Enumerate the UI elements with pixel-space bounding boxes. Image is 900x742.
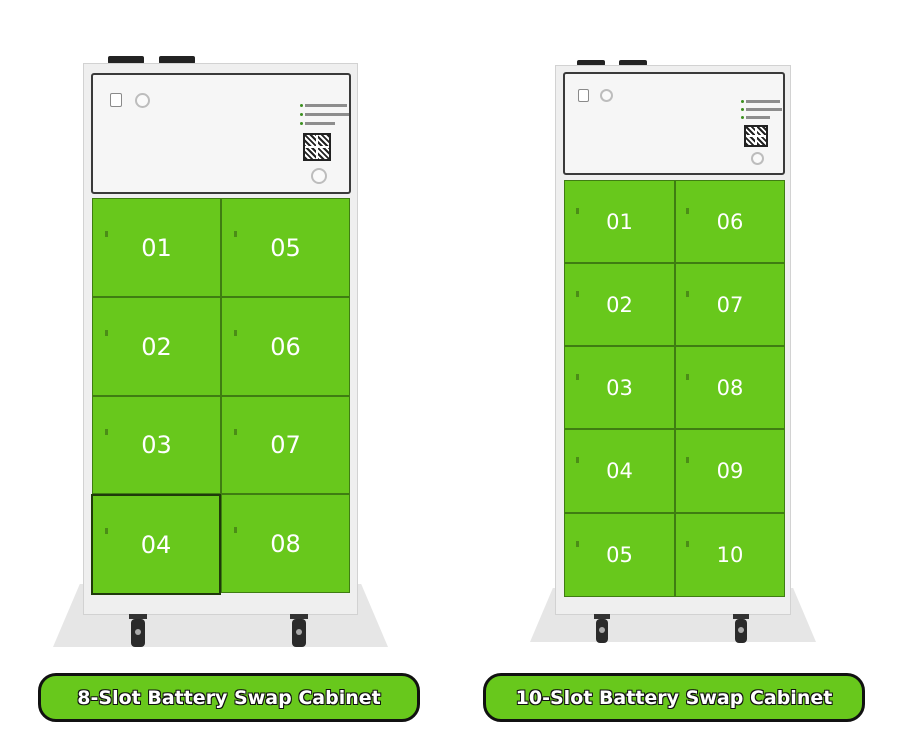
lock-indicator	[234, 330, 237, 336]
lock-indicator	[576, 208, 579, 214]
panel-text-line	[746, 116, 770, 119]
keyhole-icon	[311, 168, 327, 184]
slot-number: 02	[141, 332, 172, 361]
top-port	[577, 60, 605, 66]
slot-door[interactable]: 08	[221, 494, 350, 593]
slot-door[interactable]: 01	[564, 180, 675, 263]
lock-indicator	[105, 528, 108, 534]
lock-indicator	[576, 457, 579, 463]
lock-indicator	[234, 527, 237, 533]
top-port	[619, 60, 647, 66]
status-dot	[741, 100, 744, 103]
status-dot	[741, 108, 744, 111]
cabinet-label: 10-Slot Battery Swap Cabinet	[483, 673, 865, 722]
lock-indicator	[234, 231, 237, 237]
lock-indicator	[686, 291, 689, 297]
slot-number: 03	[141, 431, 172, 459]
slot-number: 03	[606, 375, 633, 400]
control-panel	[91, 73, 351, 194]
slot-door[interactable]: 02	[564, 263, 675, 346]
qr-code-icon	[744, 125, 768, 147]
keyhole-icon	[751, 152, 764, 165]
status-dot	[741, 116, 744, 119]
slot-door[interactable]: 10	[675, 513, 785, 597]
slot-door[interactable]: 03	[564, 346, 675, 429]
lock-indicator	[686, 541, 689, 547]
slot-number: 07	[716, 292, 744, 317]
slot-door[interactable]: 03	[92, 396, 221, 494]
slot-number: 06	[716, 209, 744, 234]
slot-number: 01	[141, 233, 172, 262]
slot-door[interactable]: 06	[221, 297, 350, 396]
qr-code-icon	[303, 133, 331, 161]
display-icon	[578, 89, 589, 102]
slot-door[interactable]: 09	[675, 429, 785, 513]
panel-text-line	[305, 122, 335, 125]
slot-number: 09	[716, 459, 744, 483]
lock-indicator	[234, 429, 237, 435]
slot-number: 04	[606, 459, 633, 483]
lock-indicator	[686, 208, 689, 214]
status-dot	[300, 122, 303, 125]
lock-indicator	[105, 231, 108, 237]
slot-door[interactable]: 01	[92, 198, 221, 297]
slot-door[interactable]: 02	[92, 297, 221, 396]
slot-door[interactable]: 07	[675, 263, 785, 346]
slot-door-selected[interactable]: 04	[91, 494, 221, 595]
slot-number: 07	[270, 431, 301, 459]
control-panel	[563, 72, 785, 175]
status-dot	[300, 113, 303, 116]
lock-indicator	[686, 457, 689, 463]
lock-indicator	[576, 291, 579, 297]
slot-door[interactable]: 07	[221, 396, 350, 494]
slot-number: 04	[140, 530, 172, 559]
display-icon	[110, 93, 122, 107]
slot-number: 05	[270, 233, 301, 262]
lock-indicator	[105, 429, 108, 435]
panel-text-line	[305, 113, 349, 116]
status-dot	[300, 104, 303, 107]
slot-door[interactable]: 04	[564, 429, 675, 513]
slot-number: 05	[606, 543, 633, 567]
button-icon[interactable]	[135, 93, 150, 108]
lock-indicator	[105, 330, 108, 336]
slot-number: 08	[270, 529, 301, 558]
slot-door[interactable]: 08	[675, 346, 785, 429]
slot-door[interactable]: 05	[564, 513, 675, 597]
panel-text-line	[746, 100, 780, 103]
top-port	[159, 56, 195, 64]
slot-door[interactable]: 06	[675, 180, 785, 263]
panel-text-line	[305, 104, 347, 107]
lock-indicator	[576, 374, 579, 380]
lock-indicator	[686, 374, 689, 380]
slot-number: 06	[270, 332, 301, 361]
lock-indicator	[576, 541, 579, 547]
slot-number: 02	[606, 292, 633, 317]
top-port	[108, 56, 144, 64]
slot-number: 08	[716, 375, 744, 400]
panel-text-line	[746, 108, 782, 111]
button-icon[interactable]	[600, 89, 613, 102]
cabinet-label: 8-Slot Battery Swap Cabinet	[38, 673, 420, 722]
slot-door[interactable]: 05	[221, 198, 350, 297]
slot-number: 01	[606, 209, 633, 234]
slot-number: 10	[716, 543, 744, 567]
